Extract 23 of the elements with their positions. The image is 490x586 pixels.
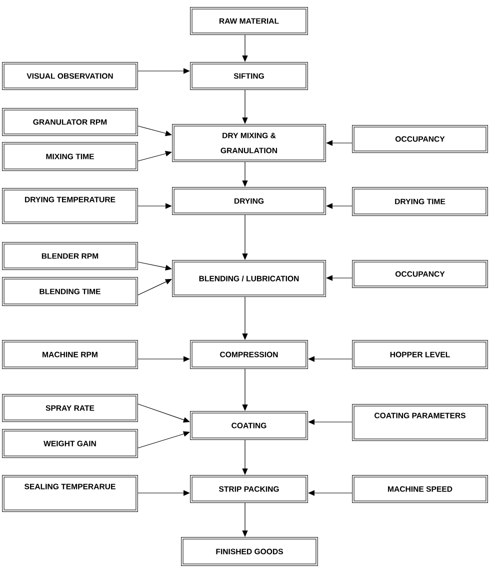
arrow [138, 68, 190, 74]
arrow [138, 431, 190, 448]
arrow [138, 203, 172, 209]
arrow [242, 34, 248, 62]
arrow [308, 356, 352, 362]
arrow [242, 368, 248, 411]
arrow [308, 490, 352, 496]
arrow [308, 419, 352, 425]
arrow [138, 356, 190, 362]
arrow [242, 214, 248, 260]
arrow [138, 262, 172, 270]
arrow [242, 296, 248, 340]
arrow [242, 90, 248, 124]
arrow [242, 502, 248, 537]
arrow [242, 440, 248, 475]
arrow [326, 275, 352, 281]
arrow [326, 140, 352, 146]
arrow [138, 490, 190, 496]
arrow [138, 150, 172, 162]
arrow [138, 404, 190, 423]
arrow [326, 203, 352, 209]
arrow [138, 279, 172, 296]
arrow [242, 162, 248, 187]
